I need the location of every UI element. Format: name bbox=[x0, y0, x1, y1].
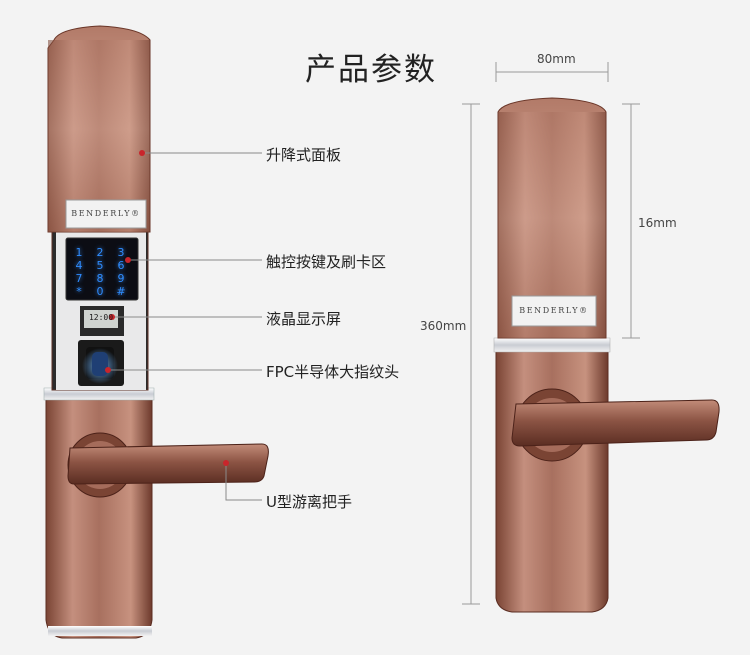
keypad-panel bbox=[65, 237, 139, 301]
callout-fingerprint: FPC半导体大指纹头 bbox=[266, 363, 400, 381]
lcd-time: 12:00 bbox=[88, 313, 114, 322]
key-6: 6 bbox=[117, 259, 125, 272]
dimension-height: 360mm bbox=[420, 319, 467, 333]
callout-lcd: 液晶显示屏 bbox=[266, 310, 342, 328]
right-lock bbox=[493, 97, 720, 613]
key-0: 0 bbox=[96, 285, 104, 298]
dimension-width: 80mm bbox=[537, 52, 576, 66]
key-9: 9 bbox=[117, 272, 125, 285]
key-5: 5 bbox=[96, 259, 104, 272]
left-lock-body bbox=[45, 394, 153, 639]
key-7: 7 bbox=[75, 272, 83, 285]
key-1: 1 bbox=[75, 246, 83, 259]
left-brand-text: BENDERLY® bbox=[71, 209, 141, 218]
key-8: 8 bbox=[96, 272, 104, 285]
key-hash: # bbox=[116, 285, 126, 298]
callout-dots bbox=[105, 150, 229, 466]
callout-panel: 升降式面板 bbox=[266, 146, 342, 164]
left-brand-plate bbox=[65, 199, 147, 229]
key-2: 2 bbox=[96, 246, 104, 259]
key-star: * bbox=[76, 285, 82, 298]
left-handle bbox=[67, 443, 269, 485]
dimension-lines bbox=[462, 62, 640, 605]
right-brand-plate bbox=[511, 295, 597, 327]
callout-leaders bbox=[108, 152, 262, 501]
page-title: 产品参数 bbox=[305, 52, 437, 88]
key-3: 3 bbox=[117, 246, 125, 259]
right-chrome-band bbox=[493, 337, 611, 353]
left-lock bbox=[43, 25, 269, 639]
key-4: 4 bbox=[75, 259, 83, 272]
callout-handle: U型游离把手 bbox=[266, 493, 352, 511]
right-handle bbox=[511, 399, 720, 447]
right-brand-text: BENDERLY® bbox=[519, 306, 589, 315]
callout-keypad: 触控按键及刷卡区 bbox=[266, 253, 387, 271]
dimension-panel-travel: 16mm bbox=[638, 216, 677, 230]
